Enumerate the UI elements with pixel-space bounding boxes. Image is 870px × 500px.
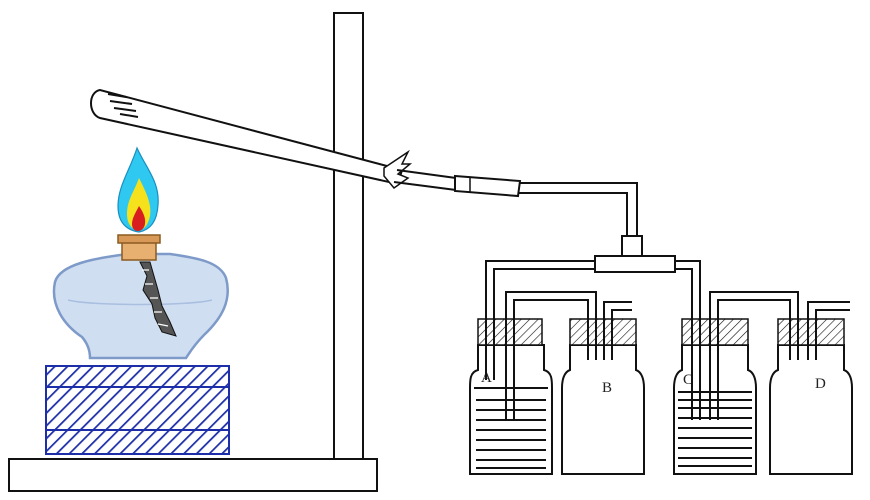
flame-middle: [127, 178, 151, 230]
lamp-wick: [139, 261, 177, 337]
bottle-b-label: B: [602, 380, 612, 396]
lamp-body: [52, 252, 229, 360]
bottle-c-liquid: [678, 391, 752, 467]
bottle-c: C: [673, 318, 757, 475]
lamp-flame: [117, 146, 159, 233]
stand-base: [8, 458, 378, 492]
t-junction: [594, 235, 676, 273]
flame-inner: [132, 206, 146, 231]
bottle-d-label: D: [815, 376, 826, 392]
bottle-a-stopper: [477, 318, 543, 346]
delivery-tube: [518, 182, 638, 236]
stand-rod: [333, 12, 364, 460]
bottle-a: A: [469, 318, 553, 475]
bottle-d-stopper: [777, 318, 845, 346]
lamp-wick-holder: [121, 241, 157, 261]
inner-tubes: [485, 319, 817, 420]
test-tube-body: [90, 88, 404, 186]
test-tube: [90, 88, 457, 191]
lamp-support-block: [45, 365, 230, 455]
iron-stand: [8, 12, 378, 492]
bottle-a-liquid: [474, 387, 548, 469]
rubber-connector: [454, 174, 522, 198]
alcohol-lamp: [52, 234, 229, 360]
bottle-d: D: [769, 318, 853, 475]
bottle-c-label: C: [683, 372, 693, 388]
